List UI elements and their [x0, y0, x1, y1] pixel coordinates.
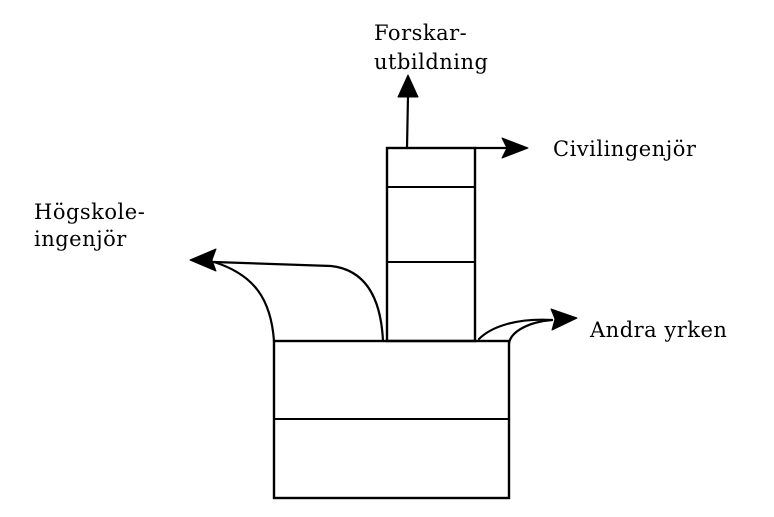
base-block	[272, 339, 511, 500]
forskarutbildning-arrowhead	[397, 74, 419, 98]
hogskoleingenjor-arrow-curve-outer	[212, 260, 276, 343]
hogskoleingenjor-arrow-curve-inner	[212, 260, 385, 343]
andra-yrken-arrow-curve-inner	[477, 318, 554, 341]
label-forskar-line1: Forskar-	[374, 21, 467, 45]
forskarutbildning-arrow	[397, 74, 419, 150]
andra-yrken-arrowhead	[550, 308, 578, 331]
label-civilingenjor: Civilingenjör	[553, 137, 697, 161]
andra-yrken-arrow	[477, 308, 578, 346]
hogskoleingenjor-arrowhead	[189, 248, 217, 272]
hogskoleingenjor-arrow	[189, 248, 385, 343]
civilingenjor-arrow	[473, 137, 529, 159]
label-forskar-line2: utbildning	[374, 50, 489, 74]
civilingenjor-arrowhead	[501, 137, 529, 159]
label-hogskole-line1: Högskole-	[34, 200, 145, 224]
label-andra-yrken: Andra yrken	[589, 318, 727, 342]
label-hogskole-line2: ingenjör	[34, 227, 127, 251]
forskarutbildning-arrow-line	[405, 94, 410, 150]
tower-block	[385, 146, 477, 343]
tower-block-outline	[385, 146, 477, 343]
andra-yrken-arrow-curve-outer	[507, 318, 554, 346]
